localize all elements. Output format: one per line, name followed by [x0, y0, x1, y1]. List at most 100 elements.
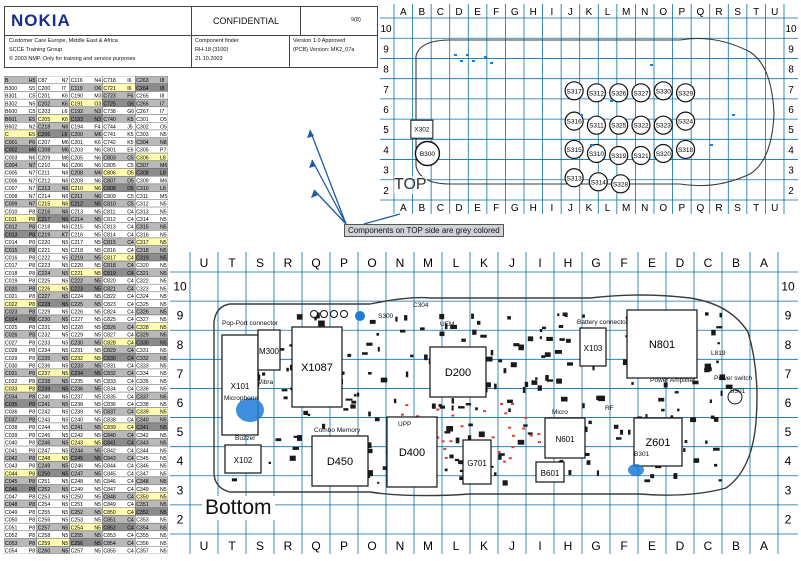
- connector-pin: [320, 310, 328, 318]
- cell-ref: C216: [71, 232, 84, 238]
- cell-ref: C046: [5, 487, 18, 493]
- cell-ref: C241: [71, 425, 84, 431]
- component-label: S324: [678, 119, 694, 126]
- cell-ref: C219: [38, 232, 51, 238]
- cell-ref: C833: [103, 379, 116, 385]
- cell-ref: C231: [38, 325, 51, 331]
- column-label: Q: [697, 7, 705, 18]
- smd-part: [524, 381, 529, 387]
- s300-highlight: [355, 311, 365, 321]
- connector-pin: [310, 310, 318, 318]
- row-label: 4: [177, 454, 184, 468]
- smd-part: [486, 356, 493, 362]
- column-label: B: [419, 7, 426, 18]
- smd-part: [592, 366, 595, 371]
- column-label: G: [591, 256, 600, 270]
- column-label: H: [530, 7, 537, 18]
- cell-ref: C319: [136, 256, 149, 262]
- model-code: RH-18 (3100): [195, 47, 229, 53]
- keypad-dome: [609, 115, 629, 135]
- cell-grid: N5: [160, 394, 167, 400]
- cell-grid: C4: [127, 232, 134, 238]
- cell-grid: N5: [94, 471, 101, 477]
- cell-grid: D5: [127, 178, 134, 184]
- cell-grid: N6: [62, 163, 69, 169]
- smd-part: [289, 344, 293, 347]
- board-label: L819: [711, 350, 726, 357]
- cell-ref: C333: [136, 363, 149, 369]
- cell-ref: B600: [5, 109, 17, 115]
- column-label: L: [453, 256, 460, 270]
- cell-grid: N5: [160, 209, 167, 215]
- test-pad: [460, 425, 464, 428]
- column-label: U: [771, 7, 778, 18]
- column-label: A: [400, 7, 407, 18]
- cell-ref: C845: [103, 471, 116, 477]
- cell-grid: C4: [127, 317, 134, 323]
- cell-grid: N5: [94, 533, 101, 539]
- cell-grid: N5: [160, 348, 167, 354]
- cell-grid: N5: [94, 363, 101, 369]
- smd-part: [693, 458, 700, 463]
- component-label: B601: [541, 469, 560, 478]
- cell-grid: P8: [29, 348, 35, 354]
- cell-grid: M6: [94, 171, 101, 177]
- cell-ref: C213: [71, 209, 84, 215]
- cell-grid: I8: [160, 78, 164, 84]
- smd-part: [498, 455, 502, 460]
- smd-part: [484, 382, 491, 388]
- smd-part: [556, 378, 562, 384]
- cell-grid: N5: [62, 471, 69, 477]
- smd-part: [663, 382, 668, 388]
- cell-ref: C853: [103, 533, 116, 539]
- cell-ref: C236: [71, 387, 84, 393]
- smd-part: [278, 348, 285, 351]
- test-pad: [508, 426, 512, 429]
- cell-grid: N6: [94, 178, 101, 184]
- component-label: S317: [567, 88, 583, 95]
- column-label: D: [455, 7, 462, 18]
- cell-grid: N6: [62, 209, 69, 215]
- cell-ref: C237: [38, 371, 51, 377]
- cell-grid: C4: [127, 441, 134, 447]
- cell-grid: N5: [62, 348, 69, 354]
- column-label: C: [437, 203, 444, 214]
- cell-grid: N7: [29, 186, 36, 192]
- cell-ref: C028: [5, 348, 18, 354]
- smd-part: [498, 359, 503, 363]
- cell-ref: C216: [38, 209, 51, 215]
- cell-ref: C329: [136, 333, 149, 339]
- cell-ref: C840: [103, 433, 116, 439]
- cell-grid: N5: [62, 302, 69, 308]
- cell-grid: N5: [160, 417, 167, 423]
- cell-grid: P8: [29, 271, 35, 277]
- cell-ref: C206: [71, 163, 84, 169]
- cell-grid: N5: [160, 371, 167, 377]
- cell-grid: C4: [127, 240, 134, 246]
- cell-ref: C234: [71, 371, 84, 377]
- cell-grid: P8: [29, 518, 35, 524]
- cell-grid: C4: [127, 479, 134, 485]
- row-label: 3: [177, 483, 184, 497]
- smd-part: [684, 440, 688, 444]
- column-label: N: [641, 203, 648, 214]
- cell-grid: P8: [29, 471, 35, 477]
- cell-grid: N7: [29, 163, 36, 169]
- cell-ref: C250: [38, 471, 51, 477]
- column-label: M: [423, 256, 433, 270]
- row-label: 6: [788, 105, 794, 116]
- column-label: I: [538, 539, 541, 553]
- cell-ref: C855: [103, 549, 116, 555]
- test-pad: [511, 402, 515, 405]
- cell-grid: N5: [62, 495, 69, 501]
- smd-part: [480, 334, 487, 338]
- cell-ref: C210: [71, 186, 84, 192]
- board-label: Pop-Port connector: [222, 320, 279, 327]
- smd-part: [490, 349, 494, 356]
- cell-ref: C211: [71, 194, 83, 200]
- smd-part: [644, 479, 651, 483]
- cell-grid: N5: [160, 302, 167, 308]
- cell-ref: C011: [5, 217, 17, 223]
- column-label: E: [648, 539, 656, 553]
